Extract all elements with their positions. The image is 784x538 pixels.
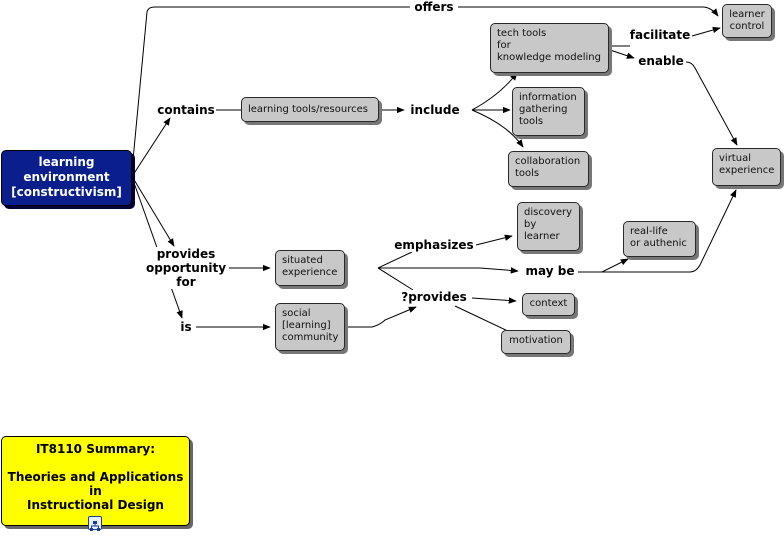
link-label-is[interactable]: is (176, 320, 196, 334)
link-label-facilitate[interactable]: facilitate (628, 28, 692, 42)
link-situated-emphasizes (377, 251, 413, 269)
concept-map-glyph (90, 521, 100, 531)
concept-situated-experience[interactable]: situated experience (275, 250, 345, 286)
link-label-contains[interactable]: contains (156, 103, 216, 117)
concept-motivation[interactable]: motivation (501, 330, 571, 354)
link-situated-maybe (378, 267, 519, 274)
link-situated-provides-q (377, 267, 414, 291)
concept-tech-tools[interactable]: tech tools for knowledge modeling (490, 23, 609, 73)
link-label-include[interactable]: include (407, 103, 463, 117)
link-provides-q-motivation (454, 305, 511, 333)
link-label-emphasizes[interactable]: emphasizes (392, 238, 476, 252)
link-offers-learner-control (458, 6, 719, 17)
concept-discovery-by-learner[interactable]: discovery by learner (517, 202, 580, 251)
concept-information-gathering[interactable]: information gathering tools (512, 87, 585, 136)
concept-virtual-experience[interactable]: virtual experience (712, 148, 781, 186)
link-maybe-virtual (602, 189, 737, 273)
link-include-collab (471, 109, 524, 148)
link-label-may-be[interactable]: may be (522, 264, 578, 278)
concept-context[interactable]: context (522, 293, 575, 316)
link-label-provides-q[interactable]: ?provides (396, 290, 472, 304)
link-social-provides-q (348, 306, 417, 328)
concept-learning-tools[interactable]: learning tools/resources (241, 97, 379, 122)
concept-map-icon[interactable] (88, 516, 102, 531)
link-root-provides (132, 177, 175, 247)
concept-real-life[interactable]: real-life or authenic (623, 221, 696, 257)
link-label-enable[interactable]: enable (636, 54, 686, 68)
link-emphasizes-discovery (475, 234, 513, 246)
link-facilitate-learner (691, 26, 721, 37)
link-include-tech (471, 72, 518, 111)
link-enable-virtual (685, 61, 738, 146)
link-maybe-reallife (578, 258, 629, 273)
link-root-contains (132, 117, 171, 176)
link-root-offers (132, 6, 410, 161)
link-label-offers[interactable]: offers (410, 0, 458, 14)
concept-learner-control[interactable]: learner control (722, 4, 772, 38)
concept-social-community[interactable]: social [learning] community (275, 303, 345, 351)
link-provides-q-context (471, 297, 517, 304)
summary-box[interactable]: IT8110 Summary: Theories and Application… (1, 436, 190, 526)
link-label-provides-opportunity-for[interactable]: provides opportunity for (143, 247, 229, 289)
link-tech-enable (609, 49, 635, 59)
concept-collaboration-tools[interactable]: collaboration tools (508, 151, 589, 187)
root-concept[interactable]: learning environment [constructivism] (1, 150, 132, 206)
